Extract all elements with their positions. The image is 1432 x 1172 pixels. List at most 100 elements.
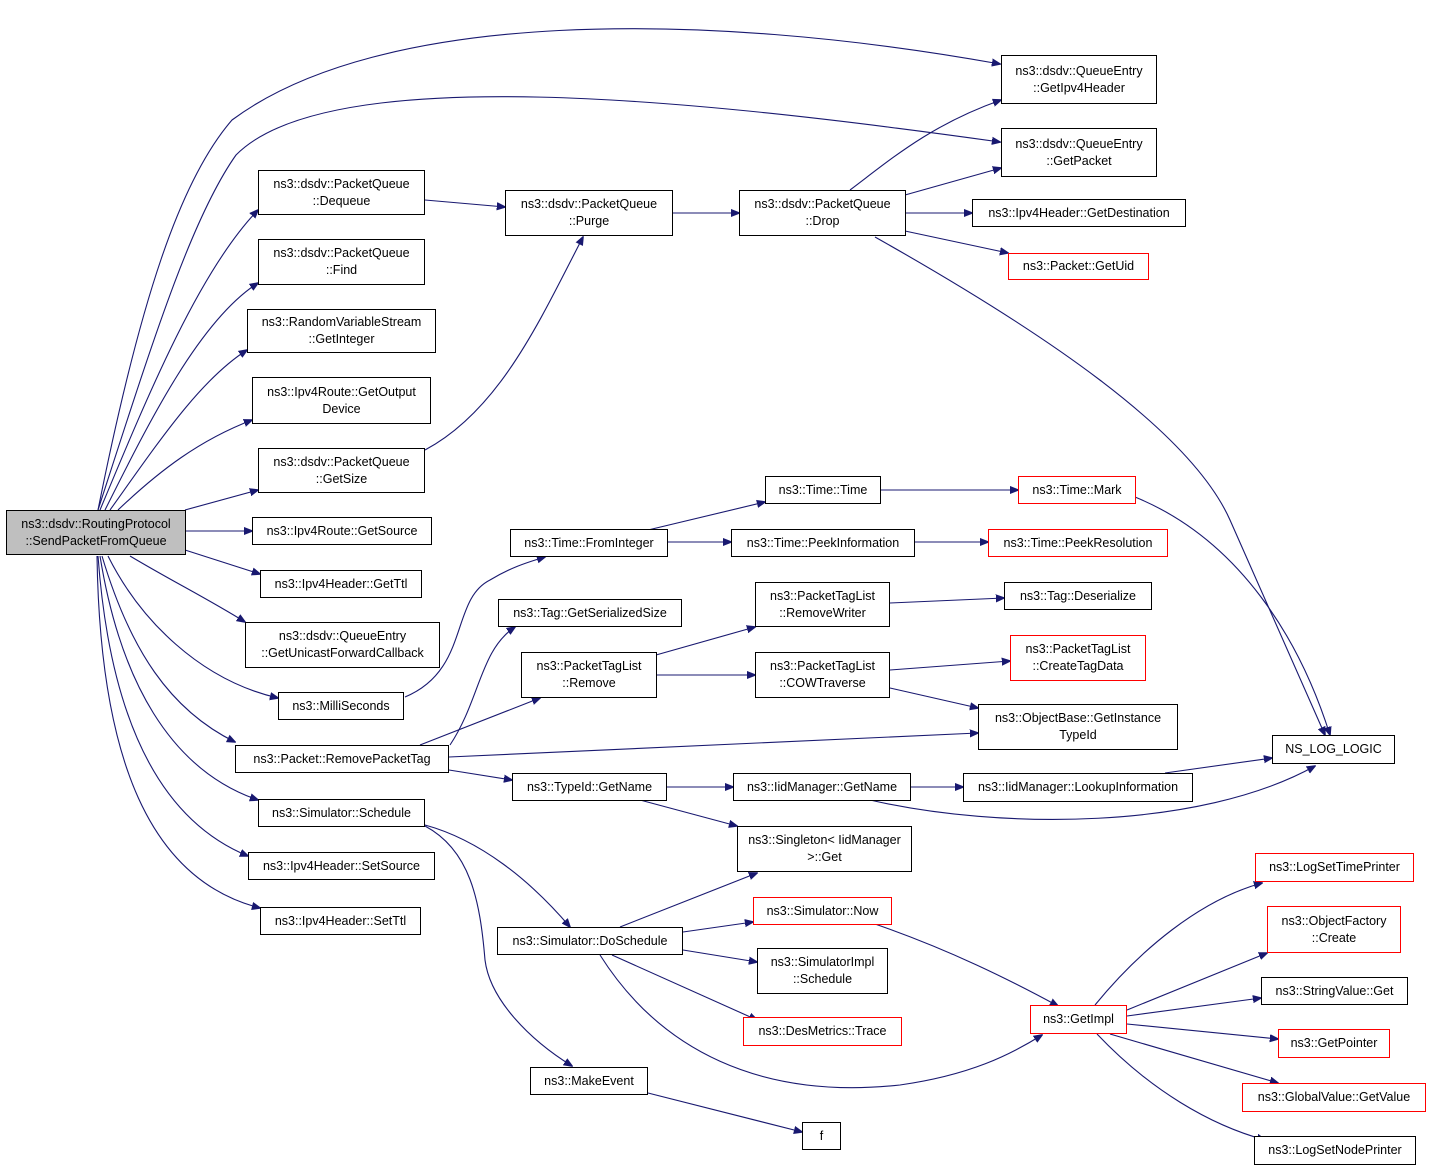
node-label-line2: ::Purge — [568, 214, 610, 228]
node-getimpl[interactable]: ns3::GetImpl — [1030, 1005, 1127, 1034]
node-ipv4h-setsource[interactable]: ns3::Ipv4Header::SetSource — [248, 852, 435, 880]
node-time-peekinformation[interactable]: ns3::Time::PeekInformation — [731, 529, 915, 557]
node-pq-getsize[interactable]: ns3::dsdv::PacketQueue::GetSize — [258, 448, 425, 493]
node-pq-drop[interactable]: ns3::dsdv::PacketQueue::Drop — [739, 190, 906, 236]
edge-getimpl-logsettimeprinter — [1094, 883, 1262, 1006]
edge-root-rvs_getinteger — [109, 350, 247, 511]
node-objectfactory-create[interactable]: ns3::ObjectFactory::Create — [1267, 906, 1401, 953]
node-time-peekresolution[interactable]: ns3::Time::PeekResolution — [988, 529, 1168, 557]
node-globalvalue-getvalue[interactable]: ns3::GlobalValue::GetValue — [1242, 1083, 1426, 1112]
edge-root-packet_removepackettag — [101, 555, 235, 742]
node-stringvalue-get[interactable]: ns3::StringValue::Get — [1261, 977, 1408, 1005]
node-desmetrics-trace[interactable]: ns3::DesMetrics::Trace — [743, 1017, 902, 1046]
node-label-line1: ns3::dsdv::PacketQueue — [273, 176, 410, 191]
node-label: ns3::DesMetrics::Trace — [758, 1024, 887, 1038]
edge-simulator_now-getimpl — [874, 923, 1058, 1006]
node-simulator-now[interactable]: ns3::Simulator::Now — [753, 897, 892, 925]
node-ptl-remove[interactable]: ns3::PacketTagList::Remove — [521, 652, 657, 698]
node-packet-removepackettag[interactable]: ns3::Packet::RemovePacketTag — [235, 745, 449, 773]
edge-pq_drop-qe_getpacket — [904, 168, 1001, 196]
node-logsettimeprinter[interactable]: ns3::LogSetTimePrinter — [1255, 853, 1414, 882]
node-label-line2: ::COWTraverse — [779, 676, 866, 690]
node-pq-dequeue[interactable]: ns3::dsdv::PacketQueue::Dequeue — [258, 170, 425, 215]
node-ns-log-logic[interactable]: NS_LOG_LOGIC — [1272, 735, 1395, 764]
node-logsetnodeprinter[interactable]: ns3::LogSetNodePrinter — [1254, 1136, 1416, 1165]
node-qe-getunicastforwardcallback[interactable]: ns3::dsdv::QueueEntry::GetUnicastForward… — [245, 622, 440, 668]
edge-pq_drop-ns_log_logic — [874, 236, 1325, 735]
edge-iidmanager_lookupinformation-ns_log_logic — [1164, 758, 1272, 774]
node-ipv4h-getttl[interactable]: ns3::Ipv4Header::GetTtl — [260, 570, 422, 598]
node-qe-getipv4header[interactable]: ns3::dsdv::QueueEntry::GetIpv4Header — [1001, 55, 1157, 104]
node-label: ns3::Ipv4Route::GetSource — [266, 523, 418, 538]
node-label-line2: ::GetInteger — [308, 332, 375, 346]
node-label: ns3::Time::PeekInformation — [746, 535, 900, 550]
edge-simulator_doschedule-simulator_now — [682, 922, 753, 933]
node-label: f — [819, 1128, 824, 1143]
edge-getimpl-objectfactory_create — [1126, 953, 1267, 1011]
edge-typeid_getname-singleton_get — [639, 799, 737, 826]
node-pq-find[interactable]: ns3::dsdv::PacketQueue::Find — [258, 239, 425, 285]
edge-ptl_cowtraverse-objectbase — [889, 687, 978, 708]
node-label-line2: >::Get — [807, 850, 842, 864]
node-label-line1: ns3::Ipv4Route::GetOutput — [267, 384, 416, 399]
edge-root-ipv4h_getttl — [184, 549, 260, 574]
node-makeevent[interactable]: ns3::MakeEvent — [530, 1067, 648, 1095]
node-simulatorimpl-schedule[interactable]: ns3::SimulatorImpl::Schedule — [757, 948, 888, 994]
node-milliseconds[interactable]: ns3::MilliSeconds — [278, 692, 404, 720]
edge-pq_drop-qe_getipv4header — [849, 100, 1001, 191]
node-iidmanager-getname[interactable]: ns3::IidManager::GetName — [733, 773, 911, 801]
node-label: ns3::Packet::GetUid — [1022, 259, 1135, 273]
edge-time_mark-ns_log_logic — [1134, 496, 1330, 735]
node-label-line2: ::GetIpv4Header — [1033, 80, 1125, 95]
node-label-line2: ::GetUnicastForwardCallback — [261, 646, 424, 660]
node-label: ns3::Simulator::DoSchedule — [512, 933, 668, 948]
node-ipv4h-setttl[interactable]: ns3::Ipv4Header::SetTtl — [260, 907, 421, 935]
edge-ptl_cowtraverse-ptl_createtagdata — [889, 661, 1010, 671]
node-label: ns3::GlobalValue::GetValue — [1257, 1090, 1411, 1104]
node-time-mark[interactable]: ns3::Time::Mark — [1018, 476, 1136, 504]
node-label: ns3::IidManager::GetName — [746, 779, 898, 794]
node-ipv4h-getdestination[interactable]: ns3::Ipv4Header::GetDestination — [972, 199, 1186, 227]
node-typeid-getname[interactable]: ns3::TypeId::GetName — [512, 773, 667, 801]
edge-getimpl-logsetnodeprinter — [1096, 1033, 1265, 1140]
node-rvs-getinteger[interactable]: ns3::RandomVariableStream::GetInteger — [247, 309, 436, 353]
node-label-line1: ns3::ObjectBase::GetInstance — [994, 711, 1162, 725]
node-simulator-doschedule[interactable]: ns3::Simulator::DoSchedule — [497, 927, 683, 955]
node-ipv4route-getsource[interactable]: ns3::Ipv4Route::GetSource — [252, 517, 432, 545]
node-label: ns3::Packet::RemovePacketTag — [253, 751, 431, 766]
node-packet-getuid[interactable]: ns3::Packet::GetUid — [1008, 253, 1149, 280]
node-label-line1: ns3::dsdv::PacketQueue — [273, 246, 410, 260]
node-label: ns3::Ipv4Header::GetDestination — [988, 205, 1170, 220]
edge-root-qe_getunicastforwardcallback — [129, 555, 245, 622]
node-label-line2: ::SendPacketFromQueue — [25, 533, 167, 548]
node-time-frominteger[interactable]: ns3::Time::FromInteger — [510, 529, 668, 557]
edge-getimpl-getpointer — [1126, 1023, 1278, 1039]
node-tag-deserialize[interactable]: ns3::Tag::Deserialize — [1004, 582, 1152, 610]
edge-time_frominteger-time_time — [647, 502, 765, 531]
node-qe-getpacket[interactable]: ns3::dsdv::QueueEntry::GetPacket — [1001, 128, 1157, 177]
node-label-line1: ns3::dsdv::PacketQueue — [754, 197, 891, 211]
edge-simulator_doschedule-desmetrics_trace — [611, 954, 757, 1020]
node-pq-purge[interactable]: ns3::dsdv::PacketQueue::Purge — [505, 190, 673, 236]
edge-root-qe_getipv4header — [97, 28, 1000, 511]
edge-simulator_doschedule-singleton_get — [619, 873, 757, 928]
node-time-time[interactable]: ns3::Time::Time — [765, 476, 881, 504]
edge-milliseconds-time_frominteger — [404, 557, 545, 698]
edge-ptl_removewriter-tag_deserialize — [889, 598, 1004, 604]
node-ptl-removewriter[interactable]: ns3::PacketTagList::RemoveWriter — [755, 582, 890, 627]
node-simulator-schedule[interactable]: ns3::Simulator::Schedule — [258, 799, 425, 827]
node-f[interactable]: f — [802, 1122, 841, 1150]
edge-root-ipv4h_setsource — [97, 555, 248, 856]
node-label-line2: ::Find — [325, 263, 358, 277]
node-singleton-get[interactable]: ns3::Singleton< IidManager>::Get — [737, 826, 912, 872]
node-ptl-createtagdata[interactable]: ns3::PacketTagList::CreateTagData — [1010, 635, 1146, 681]
node-label: ns3::Ipv4Header::SetTtl — [274, 913, 407, 928]
node-ptl-cowtraverse[interactable]: ns3::PacketTagList::COWTraverse — [755, 652, 890, 698]
node-iidmanager-lookupinformation[interactable]: ns3::IidManager::LookupInformation — [963, 773, 1193, 802]
node-tag-getserializedsize[interactable]: ns3::Tag::GetSerializedSize — [498, 599, 682, 627]
node-getpointer[interactable]: ns3::GetPointer — [1278, 1029, 1390, 1058]
edge-packet_removepackettag-objectbase — [448, 733, 978, 758]
